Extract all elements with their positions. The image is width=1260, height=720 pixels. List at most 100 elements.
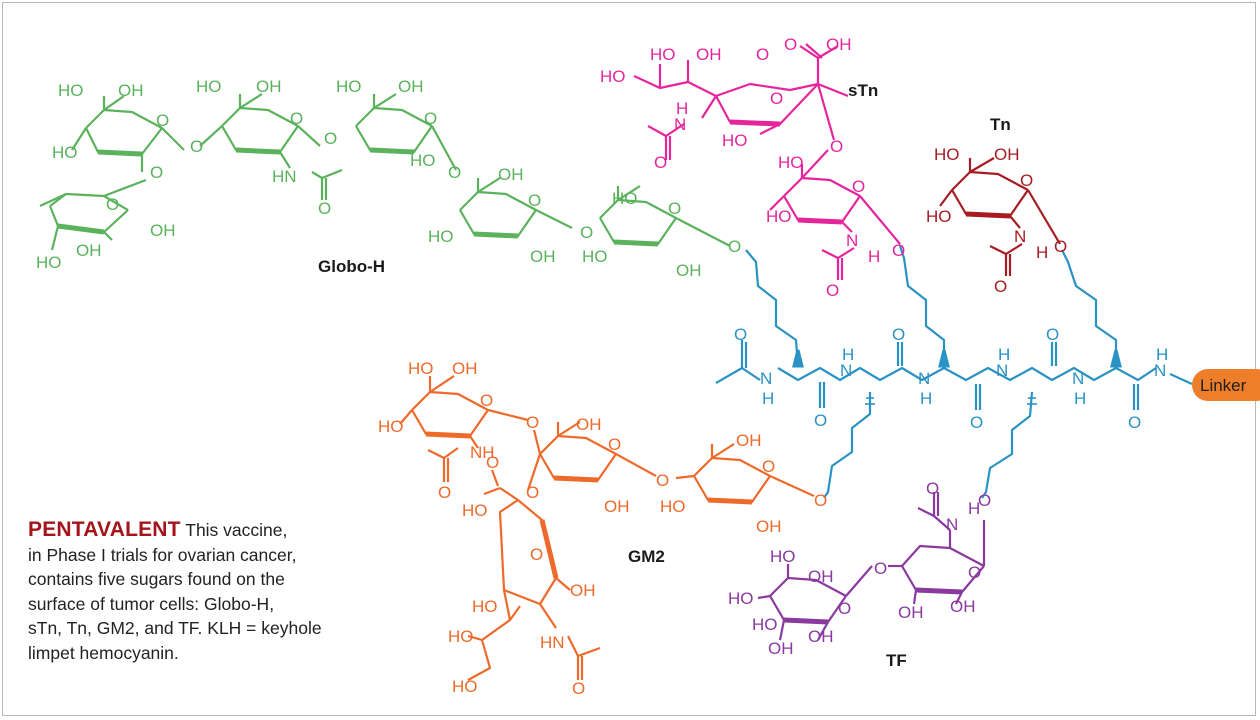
svg-text:O: O (968, 563, 981, 582)
svg-text:HO: HO (612, 189, 638, 208)
svg-text:H: H (1156, 345, 1168, 364)
peptide-atom-labels: O N H O N H O N H O N H O N H O N H (734, 325, 1168, 432)
svg-text:O: O (190, 137, 203, 156)
svg-text:O: O (784, 35, 797, 54)
svg-text:N: N (918, 369, 930, 388)
svg-text:O: O (1128, 413, 1141, 432)
svg-text:HO: HO (770, 547, 796, 566)
svg-text:N: N (946, 515, 958, 534)
svg-text:N: N (1154, 361, 1166, 380)
svg-text:O: O (978, 491, 991, 510)
caption-line-5: limpet hemocyanin. (28, 642, 179, 663)
svg-text:H: H (1074, 389, 1086, 408)
tf-structure (757, 492, 986, 641)
tn-structure (939, 157, 1061, 276)
svg-text:O: O (526, 413, 539, 432)
svg-text:O: O (852, 177, 865, 196)
svg-text:OH: OH (118, 81, 144, 100)
svg-text:OH: OH (76, 241, 102, 260)
svg-text:HO: HO (600, 67, 626, 86)
svg-text:HO: HO (58, 81, 84, 100)
svg-text:OH: OH (736, 431, 762, 450)
globo-h-structure (39, 93, 731, 251)
svg-text:H: H (842, 345, 854, 364)
svg-text:N: N (996, 361, 1008, 380)
svg-text:N: N (1014, 227, 1026, 246)
caption-line-2: contains five sugars found on the (28, 569, 285, 589)
svg-text:O: O (486, 453, 499, 472)
svg-text:H: H (676, 99, 688, 118)
svg-text:HO: HO (766, 207, 792, 226)
svg-text:HO: HO (448, 627, 474, 646)
svg-text:O: O (1054, 237, 1067, 256)
svg-text:OH: OH (994, 145, 1020, 164)
svg-text:O: O (830, 137, 843, 156)
svg-text:OH: OH (530, 247, 556, 266)
svg-text:O: O (526, 483, 539, 502)
svg-text:OH: OH (150, 221, 176, 240)
svg-text:O: O (994, 277, 1007, 296)
svg-text:HO: HO (926, 207, 952, 226)
svg-text:HO: HO (728, 589, 754, 608)
caption-line-4: sTn, Tn, GM2, and TF. KLH = keyhole (28, 618, 322, 638)
svg-text:HO: HO (52, 143, 78, 162)
svg-text:H: H (868, 247, 880, 266)
stn-atoms: HO OH HO O O OH O N H O HO HO O O HO N H… (600, 35, 905, 300)
svg-text:OH: OH (950, 597, 976, 616)
peptide-stereo-wedges (792, 349, 1122, 405)
svg-text:HO: HO (428, 227, 454, 246)
svg-text:O: O (290, 109, 303, 128)
svg-text:O: O (318, 199, 331, 218)
svg-text:HO: HO (660, 497, 686, 516)
svg-text:O: O (770, 89, 783, 108)
svg-text:O: O (1046, 325, 1059, 344)
svg-text:OH: OH (808, 567, 834, 586)
svg-text:O: O (530, 545, 543, 564)
svg-text:OH: OH (696, 45, 722, 64)
svg-text:O: O (106, 195, 119, 214)
svg-text:OH: OH (498, 165, 524, 184)
svg-text:O: O (654, 153, 667, 172)
svg-text:HO: HO (462, 501, 488, 520)
svg-text:HO: HO (36, 253, 62, 272)
svg-text:O: O (728, 237, 741, 256)
svg-text:O: O (572, 679, 585, 698)
svg-text:N: N (674, 115, 686, 134)
svg-text:OH: OH (676, 261, 702, 280)
svg-text:O: O (826, 281, 839, 300)
peptide-backbone (715, 245, 1193, 499)
svg-text:O: O (438, 483, 451, 502)
svg-text:HO: HO (582, 247, 608, 266)
gm2-label: GM2 (628, 547, 665, 566)
svg-text:O: O (580, 223, 593, 242)
caption-line-3: surface of tumor cells: Globo-H, (28, 593, 275, 614)
svg-text:HO: HO (336, 77, 362, 96)
svg-text:OH: OH (256, 77, 282, 96)
svg-text:HO: HO (934, 145, 960, 164)
svg-text:H: H (1036, 243, 1048, 262)
svg-text:O: O (656, 471, 669, 490)
svg-text:HN: HN (540, 633, 565, 652)
svg-text:O: O (892, 325, 905, 344)
svg-text:OH: OH (768, 639, 794, 658)
gm2-atoms: HO OH O HO NH O O OH O OH O OH O HO OH O… (378, 359, 827, 698)
svg-text:HO: HO (650, 45, 676, 64)
svg-text:O: O (156, 111, 169, 130)
svg-text:HO: HO (378, 417, 404, 436)
svg-text:HO: HO (722, 131, 748, 150)
svg-text:O: O (668, 199, 681, 218)
caption-line-0: This vaccine, (180, 520, 288, 540)
svg-text:OH: OH (604, 497, 630, 516)
svg-text:HO: HO (472, 597, 498, 616)
svg-text:OH: OH (452, 359, 478, 378)
svg-text:H: H (998, 345, 1010, 364)
svg-text:O: O (608, 435, 621, 454)
svg-text:O: O (734, 325, 747, 344)
svg-text:OH: OH (808, 627, 834, 646)
tf-label: TF (886, 651, 907, 670)
svg-text:O: O (926, 479, 939, 498)
svg-text:O: O (324, 129, 337, 148)
gm2-structure (399, 375, 815, 681)
